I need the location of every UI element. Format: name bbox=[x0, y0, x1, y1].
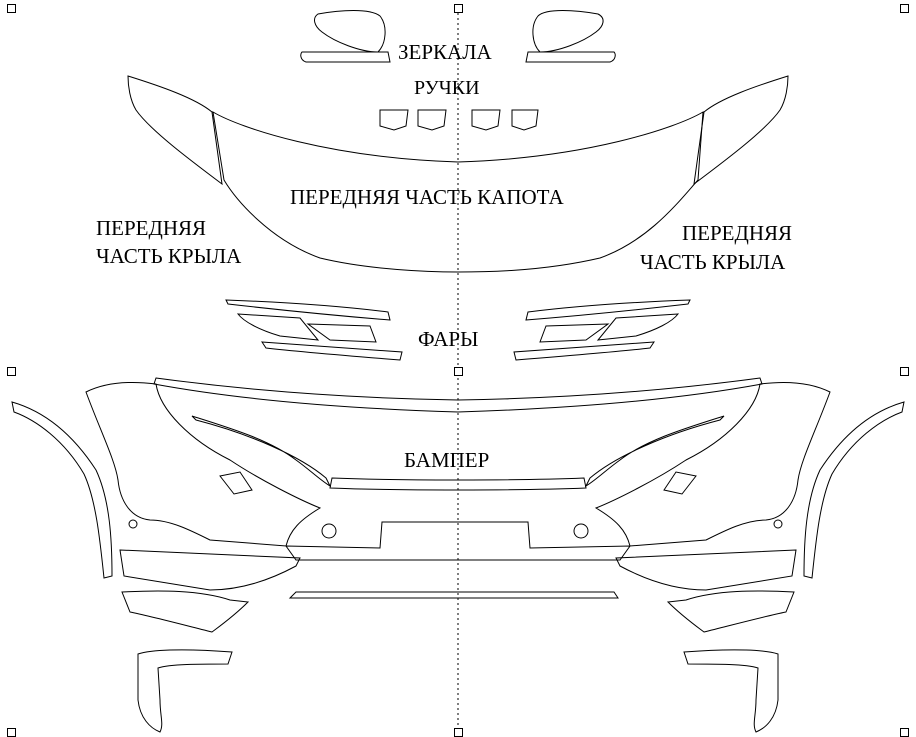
label-hood: ПЕРЕДНЯЯ ЧАСТЬ КАПОТА bbox=[290, 185, 564, 209]
label-fender-right-line1: ПЕРЕДНЯЯ bbox=[682, 221, 793, 245]
label-bumper: БАМПЕР bbox=[404, 448, 490, 472]
headlight-right-strip-4 bbox=[513, 341, 655, 361]
lower-right-bracket bbox=[683, 649, 779, 733]
bumper-lower-center bbox=[285, 521, 631, 561]
mirror-left-shell bbox=[314, 10, 386, 53]
handle-top-center[interactable] bbox=[454, 4, 463, 13]
label-fender-right-line2: ЧАСТЬ КРЫЛА bbox=[640, 250, 786, 274]
bumper-right-crease bbox=[584, 415, 725, 488]
label-handles: РУЧКИ bbox=[414, 77, 480, 99]
handle-middle-center[interactable] bbox=[454, 367, 463, 376]
headlight-left-strip-3 bbox=[306, 323, 377, 343]
fender-left-arch bbox=[11, 401, 113, 579]
lower-left-bracket bbox=[137, 649, 233, 733]
headlight-left-strip-2 bbox=[236, 313, 320, 341]
handle-middle-left[interactable] bbox=[7, 367, 16, 376]
mirror-left-strip bbox=[300, 51, 391, 63]
handle-cup-1 bbox=[379, 109, 409, 131]
bumper-grille-center bbox=[329, 477, 587, 491]
hood-right-wing bbox=[693, 75, 789, 186]
label-fender-left-line2: ЧАСТЬ КРЫЛА bbox=[96, 244, 242, 268]
bumper-body bbox=[85, 382, 322, 547]
fender-right-arch bbox=[803, 401, 905, 579]
bumper-right-vent bbox=[663, 471, 697, 495]
label-headlights: ФАРЫ bbox=[418, 327, 479, 351]
label-fender-left-line1: ПЕРЕДНЯЯ bbox=[96, 216, 207, 240]
handle-top-left[interactable] bbox=[7, 4, 16, 13]
handle-bottom-right[interactable] bbox=[900, 728, 909, 737]
mirror-right-shell bbox=[532, 10, 604, 53]
lower-left-trim-2 bbox=[121, 590, 250, 633]
headlight-right-strip-3 bbox=[539, 323, 610, 343]
bumper-right-fog-ring bbox=[573, 523, 589, 539]
handle-top-right[interactable] bbox=[900, 4, 909, 13]
headlight-left-strip-1 bbox=[225, 299, 391, 321]
bumper-left-vent bbox=[219, 471, 253, 495]
headlight-right-strip-2 bbox=[596, 313, 680, 341]
handle-bottom-center[interactable] bbox=[454, 728, 463, 737]
handle-middle-right[interactable] bbox=[900, 367, 909, 376]
handle-bottom-left[interactable] bbox=[7, 728, 16, 737]
lower-right-trim-1 bbox=[615, 549, 797, 591]
handle-cup-4 bbox=[511, 109, 539, 131]
mirror-right-strip bbox=[525, 51, 616, 63]
bumper-left-fog-ring bbox=[321, 523, 337, 539]
handle-cup-3 bbox=[471, 109, 501, 131]
lower-right-trim-2 bbox=[666, 590, 795, 633]
hood-left-wing bbox=[127, 75, 223, 186]
handle-cup-2 bbox=[417, 109, 447, 131]
lower-left-trim-1 bbox=[119, 549, 301, 591]
bumper-left-crease bbox=[191, 415, 332, 488]
hood-outline bbox=[212, 111, 704, 273]
fender-right-marker bbox=[773, 519, 783, 529]
bumper-lower-lip bbox=[288, 591, 619, 599]
headlight-right-strip-1 bbox=[525, 299, 691, 321]
fender-left-marker bbox=[128, 519, 138, 529]
bumper-body-right bbox=[594, 382, 831, 547]
label-mirrors: ЗЕРКАЛА bbox=[398, 40, 492, 64]
headlight-left-strip-4 bbox=[261, 341, 403, 361]
